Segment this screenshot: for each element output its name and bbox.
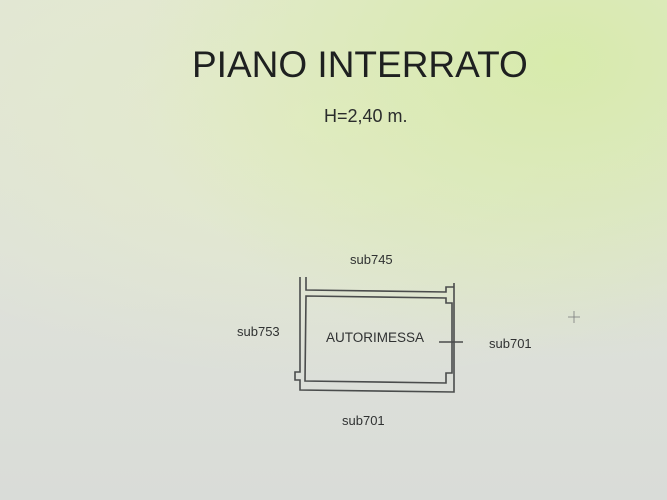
page-title: PIANO INTERRATO: [192, 44, 528, 85]
label-sub745: sub745: [350, 252, 393, 267]
floor-height-label: H=2,40 m.: [324, 106, 408, 126]
inner-wall: [304, 295, 453, 384]
label-sub701-east: sub701: [489, 336, 532, 351]
outer-wall: [294, 277, 455, 393]
label-sub753: sub753: [237, 324, 280, 339]
room-label: AUTORIMESSA: [326, 330, 425, 345]
top-wall-outer: [305, 277, 454, 293]
label-sub701-south: sub701: [342, 413, 385, 428]
crosshair-icon: [568, 311, 580, 323]
